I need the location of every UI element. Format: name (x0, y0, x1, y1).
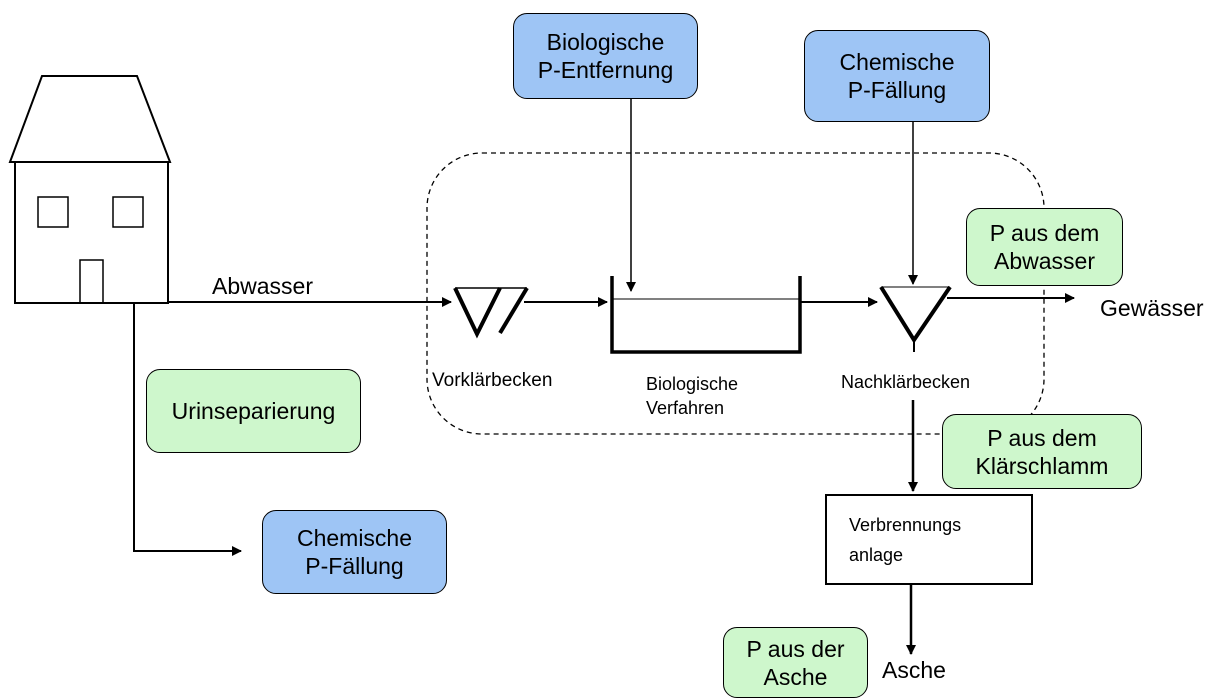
vorklaerbecken-tank (453, 286, 529, 339)
nachklaerbecken-tank (879, 285, 952, 352)
gewaesser-label: Gewässer (1100, 295, 1204, 321)
window-left (37, 196, 69, 228)
p-from-wastewater-box: P aus dem Abwasser (966, 208, 1123, 286)
chem-p-precipitation-bottom-box: Chemische P-Fällung (262, 510, 447, 594)
house-icon (8, 75, 172, 304)
biologische-verfahren-basin (610, 276, 802, 354)
chem-p-precipitation-top-box: Chemische P-Fällung (804, 30, 990, 122)
vorklaerbecken-label: Vorklärbecken (432, 370, 553, 391)
arrow-urine-branch (133, 302, 242, 556)
treatment-plant-boundary (426, 152, 1045, 435)
nachklaerbecken-label: Nachklärbecken (841, 372, 971, 392)
p-from-ash-box: P aus der Asche (723, 627, 868, 698)
incineration-plant-box: Verbrennungs anlage (825, 494, 1033, 585)
asche-label: Asche (882, 657, 946, 683)
p-from-sludge-box: P aus dem Klärschlamm (942, 414, 1142, 489)
urine-separation-box: Urinseparierung (146, 369, 361, 453)
bio-p-removal-box: Biologische P-Entfernung (513, 13, 698, 99)
window-right (112, 196, 144, 228)
door (79, 259, 104, 304)
abwasser-label: Abwasser (212, 273, 313, 299)
biologische-verfahren-label: Biologische Verfahren (646, 374, 739, 418)
